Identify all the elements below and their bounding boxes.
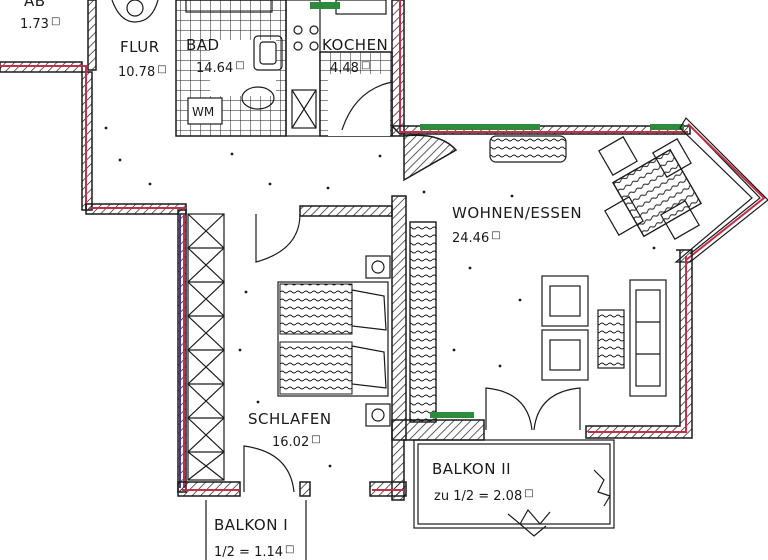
room-wohnen-name: WOHNEN/ESSEN	[452, 204, 582, 222]
bay-window	[674, 117, 768, 263]
washing-machine-label: WM	[192, 105, 214, 119]
room-flur-name: FLUR	[120, 38, 160, 56]
kochen-walls	[293, 0, 405, 137]
dining-table	[489, 135, 703, 240]
wohnen-north-wall	[390, 124, 691, 182]
room-balkon1-name: BALKON I	[214, 516, 288, 534]
room-ab-name: AB	[24, 0, 46, 10]
room-ab-area: 1.73□	[20, 16, 60, 32]
north-west-walls	[0, 0, 187, 215]
room-bad-area: 14.64□	[196, 60, 245, 76]
balkon-2	[413, 439, 615, 537]
room-bad-name: BAD	[186, 36, 220, 54]
door-arcs	[243, 213, 581, 493]
room-balkon2-area: zu 1/2 = 2.08□	[434, 488, 534, 504]
room-balkon2-name: BALKON II	[432, 460, 511, 478]
toilet-icon	[111, 0, 159, 23]
room-flur-area: 10.78□	[118, 64, 167, 80]
balkon-1	[205, 500, 307, 560]
wohnen-east-wall	[585, 249, 693, 439]
room-balkon1-area: 1/2 = 1.14□	[214, 544, 294, 560]
plant-icon	[507, 469, 611, 537]
room-kochen-name: KOCHEN	[322, 36, 388, 54]
bad-walls	[175, 0, 321, 137]
room-wohnen-area: 24.46□	[452, 230, 501, 246]
sofa-set	[541, 275, 667, 397]
floor-dots	[104, 126, 656, 468]
double-bed	[277, 255, 391, 427]
schlafen-walls	[177, 205, 407, 497]
stove-icon	[293, 25, 319, 51]
room-schlafen-area: 16.02□	[272, 434, 321, 450]
room-schlafen-name: SCHLAFEN	[248, 410, 332, 428]
